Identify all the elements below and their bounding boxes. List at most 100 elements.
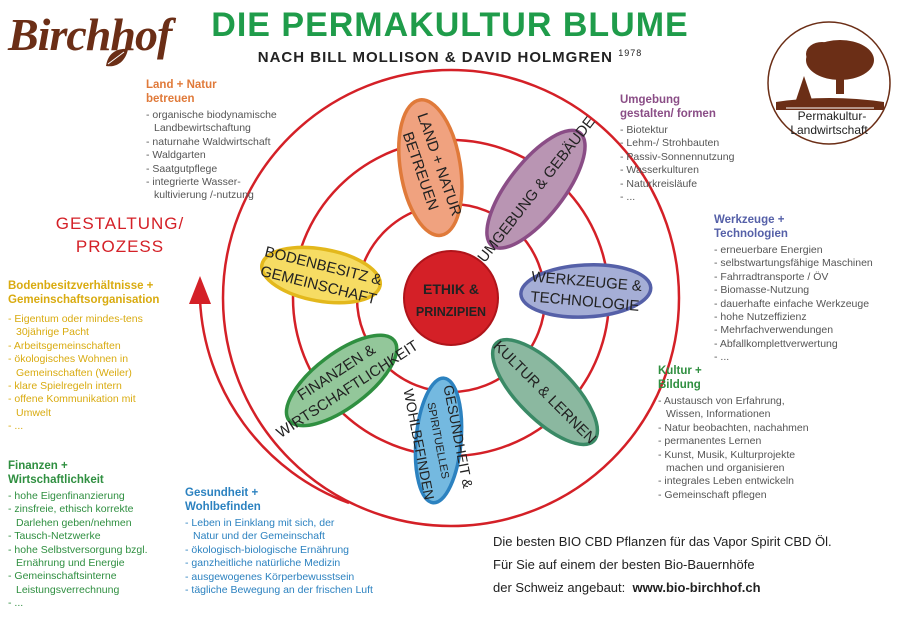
list-item: integrierte Wasser-kultivierung /-nutzun… [146, 176, 272, 203]
list-item: ... [8, 597, 168, 610]
list-item: tägliche Bewegung an der frischen Luft [185, 584, 400, 597]
block-finanzen: Finanzen + Wirtschaftlichkeit hohe Eigen… [8, 459, 168, 611]
page-title: DIE PERMAKULTUR BLUME [211, 6, 689, 44]
block-heading: Kultur + Bildung [658, 364, 838, 392]
list-item: Austausch von Erfahrung, Wissen, Informa… [658, 395, 806, 422]
petal-6: FINANZEN &WIRTSCHAFTLICHKEIT [273, 333, 422, 442]
petal-shape [413, 376, 464, 505]
petal-shape [485, 128, 587, 250]
list-item: Passiv-Sonnennutzung [620, 151, 734, 164]
petal-shape [519, 262, 653, 319]
list-item: erneuerbare Energien [714, 244, 873, 257]
list-item: ganzheitliche natürliche Medizin [185, 557, 400, 570]
petal-shape [259, 245, 383, 305]
list-item: ökologisch-biologische Ernährung [185, 544, 400, 557]
footer-line2: Für Sie auf einem der besten Bio-Bauernh… [493, 557, 755, 572]
subtitle-year: 1978 [618, 48, 643, 58]
list-item: Biomasse-Nutzung [714, 284, 873, 297]
block-list: Biotektur Lehm-/ Strohbauten Passiv-Sonn… [620, 124, 734, 204]
list-item: Saatgutpflege [146, 163, 296, 176]
heading-line: Gesundheit + [185, 487, 259, 499]
list-item: Biotektur [620, 124, 734, 137]
list-item: Eigentum oder mindes-tens 30jährige Pach… [8, 313, 144, 340]
petal-3: WERKZEUGE &TECHNOLOGIE [519, 262, 653, 319]
petal-2: UMGEBUNG & GEBÄUDE [474, 114, 598, 266]
block-heading: Werkzeuge + Technologien [714, 213, 873, 241]
list-item: Abfallkomplettverwertung [714, 338, 873, 351]
center-line1: ETHIK & [423, 281, 479, 297]
page-subtitle: NACH BILL MOLLISON & DAVID HOLMGREN 1978 [0, 48, 900, 66]
heading-line: Technologien [714, 228, 788, 240]
footer-line1: Die besten BIO CBD Pflanzen für das Vapo… [493, 534, 832, 549]
petal-shape [397, 98, 464, 238]
list-item: hohe Selbstversorgung bzgl. Ernährung un… [8, 544, 168, 571]
list-item: integrales Leben entwickeln [658, 475, 838, 488]
list-item: Leben in Einklang mit sich, der Natur un… [185, 517, 353, 544]
center-line2: PRINZIPIEN [416, 305, 486, 319]
list-item: permanentes Lernen [658, 435, 838, 448]
petal-shape [490, 337, 600, 447]
list-item: hohe Nutzeffizienz [714, 311, 873, 324]
block-heading: Finanzen + Wirtschaftlichkeit [8, 459, 168, 487]
process-label-line2: PROZESS [76, 237, 164, 256]
block-gesundheit: Gesundheit + Wohlbefinden Leben in Einkl… [185, 486, 400, 597]
heading-line: Gemeinschaftsorganisation [8, 294, 160, 306]
list-item: Natur beobachten, nachahmen [658, 422, 838, 435]
petal-shape [284, 333, 399, 428]
list-item: Arbeitsgemeinschaften [8, 340, 158, 353]
footer-line3-prefix: der Schweiz angebaut: [493, 580, 626, 595]
list-item: zinsfreie, ethisch korrekte Darlehen geb… [8, 503, 164, 530]
block-heading: Bodenbesitzverhältnisse + Gemeinschaftso… [8, 279, 159, 307]
heading-line: Kultur + [658, 365, 702, 377]
heading-line: Finanzen + [8, 460, 68, 472]
list-item: Wasserkulturen [620, 164, 734, 177]
heading-line: Werkzeuge + [714, 214, 785, 226]
heading-line: Umgebung [620, 94, 681, 106]
list-item: Tausch-Netzwerke [8, 530, 168, 543]
center-circle: ETHIK & PRINZIPIEN [403, 250, 499, 346]
list-item: offene Kommunikation mit Umwelt [8, 393, 144, 420]
footer-url-link[interactable]: www.bio-birchhof.ch [632, 580, 761, 595]
list-item: Naturkreisläufe [620, 178, 734, 191]
process-arrow [189, 276, 350, 505]
block-boden: Bodenbesitzverhältnisse + Gemeinschaftso… [8, 279, 159, 434]
list-item: Fahrradtransporte / ÖV [714, 271, 873, 284]
heading-line: Land + Natur [146, 79, 217, 91]
petal-label-line: UMGEBUNG & GEBÄUDE [474, 114, 598, 266]
list-item: ausgewogenes Körperbewusstsein [185, 571, 400, 584]
block-list: Leben in Einklang mit sich, der Natur un… [185, 517, 400, 597]
list-item: Lehm-/ Strohbauten [620, 137, 734, 150]
leaf-icon [106, 48, 128, 67]
heading-line: Bodenbesitzverhältnisse + [8, 280, 154, 292]
heading-line: betreuen [146, 93, 195, 105]
list-item: ... [714, 351, 873, 364]
heading-line: gestalten/ formen [620, 108, 716, 120]
footer-promo: Die besten BIO CBD Pflanzen für das Vapo… [493, 530, 832, 599]
process-label-line1: GESTALTUNG/ [56, 214, 184, 233]
petal-4: KULTUR & LERNEN [490, 337, 600, 448]
list-item: selbstwartungsfähige Maschinen [714, 257, 872, 270]
subtitle-text: NACH BILL MOLLISON & DAVID HOLMGREN [257, 49, 614, 66]
list-item: ... [8, 420, 158, 433]
list-item: klare Spielregeln intern [8, 380, 158, 393]
block-kultur: Kultur + Bildung Austausch von Erfahrung… [658, 364, 838, 502]
petal-7: BODENBESITZ &GEMEINSCHAFT [259, 243, 384, 308]
block-heading: Land + Natur betreuen [146, 78, 296, 106]
list-item: hohe Eigenfinanzierung [8, 490, 168, 503]
block-list: organische biodynamische Landbewirtschaf… [146, 109, 296, 203]
badge-line1: Permakultur- [798, 109, 867, 123]
ring-outer [221, 68, 681, 528]
heading-line: Bildung [658, 379, 701, 391]
birchhof-logo: Birchhof [8, 8, 172, 67]
block-list: Austausch von Erfahrung, Wissen, Informa… [658, 395, 838, 502]
list-item: Waldgarten [146, 149, 296, 162]
list-item: dauerhafte einfache Werkzeuge [714, 298, 873, 311]
list-item: ökologisches Wohnen in Gemeinschaften (W… [8, 353, 166, 380]
block-list: Eigentum oder mindes-tens 30jährige Pach… [8, 313, 158, 434]
list-item: Gemeinschaft pflegen [658, 489, 838, 502]
heading-line: Wirtschaftlichkeit [8, 474, 104, 486]
